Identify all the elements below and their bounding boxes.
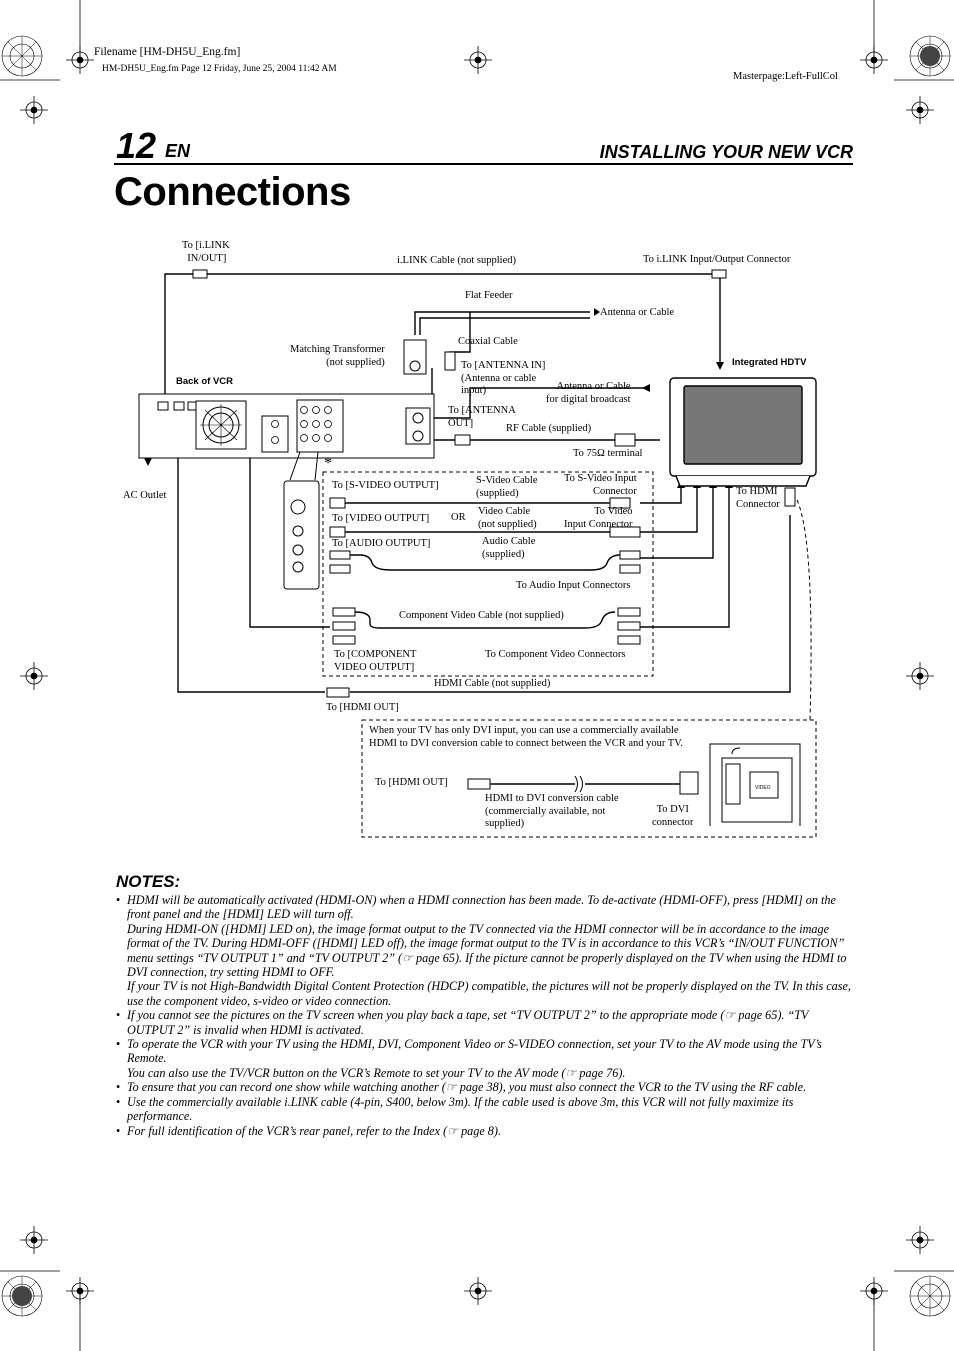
label-ilink-tv: To i.LINK Input/Output Connector	[643, 254, 791, 265]
label-audio-output: To [AUDIO OUTPUT]	[332, 538, 431, 549]
label-audio-cable: Audio Cable (supplied)	[482, 536, 536, 560]
label-flat-feeder: Flat Feeder	[465, 290, 513, 301]
connection-diagram	[138, 269, 817, 838]
label-hdmi-out: To [HDMI OUT]	[326, 702, 399, 713]
dvi-note: When your TV has only DVI input, you can…	[369, 725, 684, 749]
note-item: Use the commercially available i.LINK ca…	[116, 1095, 852, 1124]
note-text: For full identification of the VCR’s rea…	[127, 1123, 502, 1138]
label-dvi-connector: To DVI connector	[652, 804, 694, 828]
language-tag: EN	[165, 141, 191, 161]
asterisk-mark: *	[324, 455, 332, 472]
label-rf-cable: RF Cable (supplied)	[506, 423, 592, 434]
note-item: To operate the VCR with your TV using th…	[116, 1037, 852, 1080]
label-matching-transformer: Matching Transformer (not supplied)	[290, 344, 385, 368]
note-text: To operate the VCR with your TV using th…	[127, 1037, 822, 1066]
label-back-of-vcr: Back of VCR	[176, 376, 234, 387]
note-text: If you cannot see the pictures on the TV…	[127, 1008, 809, 1037]
label-video-output: To [VIDEO OUTPUT]	[332, 513, 430, 524]
masterpage-label: Masterpage:Left-FullCol	[733, 71, 838, 82]
file-info: HM-DH5U_Eng.fm Page 12 Friday, June 25, …	[102, 64, 337, 74]
label-video-input: To Video Input Connector	[564, 506, 633, 530]
label-ilink-cable: i.LINK Cable (not supplied)	[397, 255, 516, 266]
label-s-video-cable: S-Video Cable (supplied)	[476, 475, 538, 499]
label-video-tag: VIDEO	[755, 785, 771, 791]
label-audio-input: To Audio Input Connectors	[516, 580, 631, 591]
label-s-video-output: To [S-VIDEO OUTPUT]	[332, 480, 439, 491]
label-hdmi-cable: HDMI Cable (not supplied)	[434, 678, 551, 689]
notes-list: HDMI will be automatically activated (HD…	[116, 893, 852, 1138]
label-antenna-in: To [ANTENNA IN] (Antenna or cable input)	[461, 360, 546, 396]
label-component-cable: Component Video Cable (not supplied)	[399, 610, 564, 621]
label-component-input: To Component Video Connectors	[485, 649, 626, 660]
label-video-cable: Video Cable (not supplied)	[478, 506, 537, 530]
label-or: OR	[451, 512, 466, 523]
note-text: You can also use the TV/VCR button on th…	[127, 1065, 626, 1080]
filename-label: Filename [HM-DH5U_Eng.fm]	[94, 46, 241, 58]
page-number: 12	[116, 125, 157, 166]
heading-rule	[114, 163, 853, 165]
label-component-output: To [COMPONENT VIDEO OUTPUT]	[334, 649, 417, 673]
label-coaxial: Coaxial Cable	[458, 336, 518, 347]
note-item: If you cannot see the pictures on the TV…	[116, 1008, 852, 1037]
note-text: If your TV is not High-Bandwidth Digital…	[127, 979, 851, 1008]
note-text: To ensure that you can record one show w…	[127, 1080, 807, 1095]
note-text: Use the commercially available i.LINK ca…	[127, 1094, 794, 1124]
label-antenna-digital: Antenna or Cable for digital broadcast	[546, 381, 631, 405]
label-ac-outlet: AC Outlet	[123, 490, 167, 501]
note-text: During HDMI-ON ([HDMI] LED on), the imag…	[127, 921, 847, 980]
label-dvi-cable: HDMI to DVI conversion cable (commercial…	[485, 793, 619, 829]
page-title: Connections	[114, 170, 351, 214]
label-dvi-hdmi-out: To [HDMI OUT]	[375, 777, 448, 788]
note-item: To ensure that you can record one show w…	[116, 1080, 852, 1095]
note-text: HDMI will be automatically activated (HD…	[127, 893, 836, 922]
label-to-hdmi-connector: To HDMI Connector	[736, 486, 780, 510]
label-s-video-input: To S-Video Input Connector	[564, 473, 637, 497]
label-integrated-hdtv: Integrated HDTV	[732, 357, 807, 368]
label-75-terminal: To 75Ω terminal	[573, 448, 643, 459]
note-item: HDMI will be automatically activated (HD…	[116, 893, 852, 1008]
section-title: INSTALLING YOUR NEW VCR	[599, 142, 853, 162]
note-item: For full identification of the VCR’s rea…	[116, 1123, 852, 1139]
label-antenna-out: To [ANTENNA OUT]	[448, 405, 516, 429]
label-ilink-out: To [i.LINK IN/OUT]	[182, 240, 230, 264]
label-antenna-cable: Antenna or Cable	[600, 307, 675, 318]
notes-heading: NOTES:	[116, 872, 181, 891]
